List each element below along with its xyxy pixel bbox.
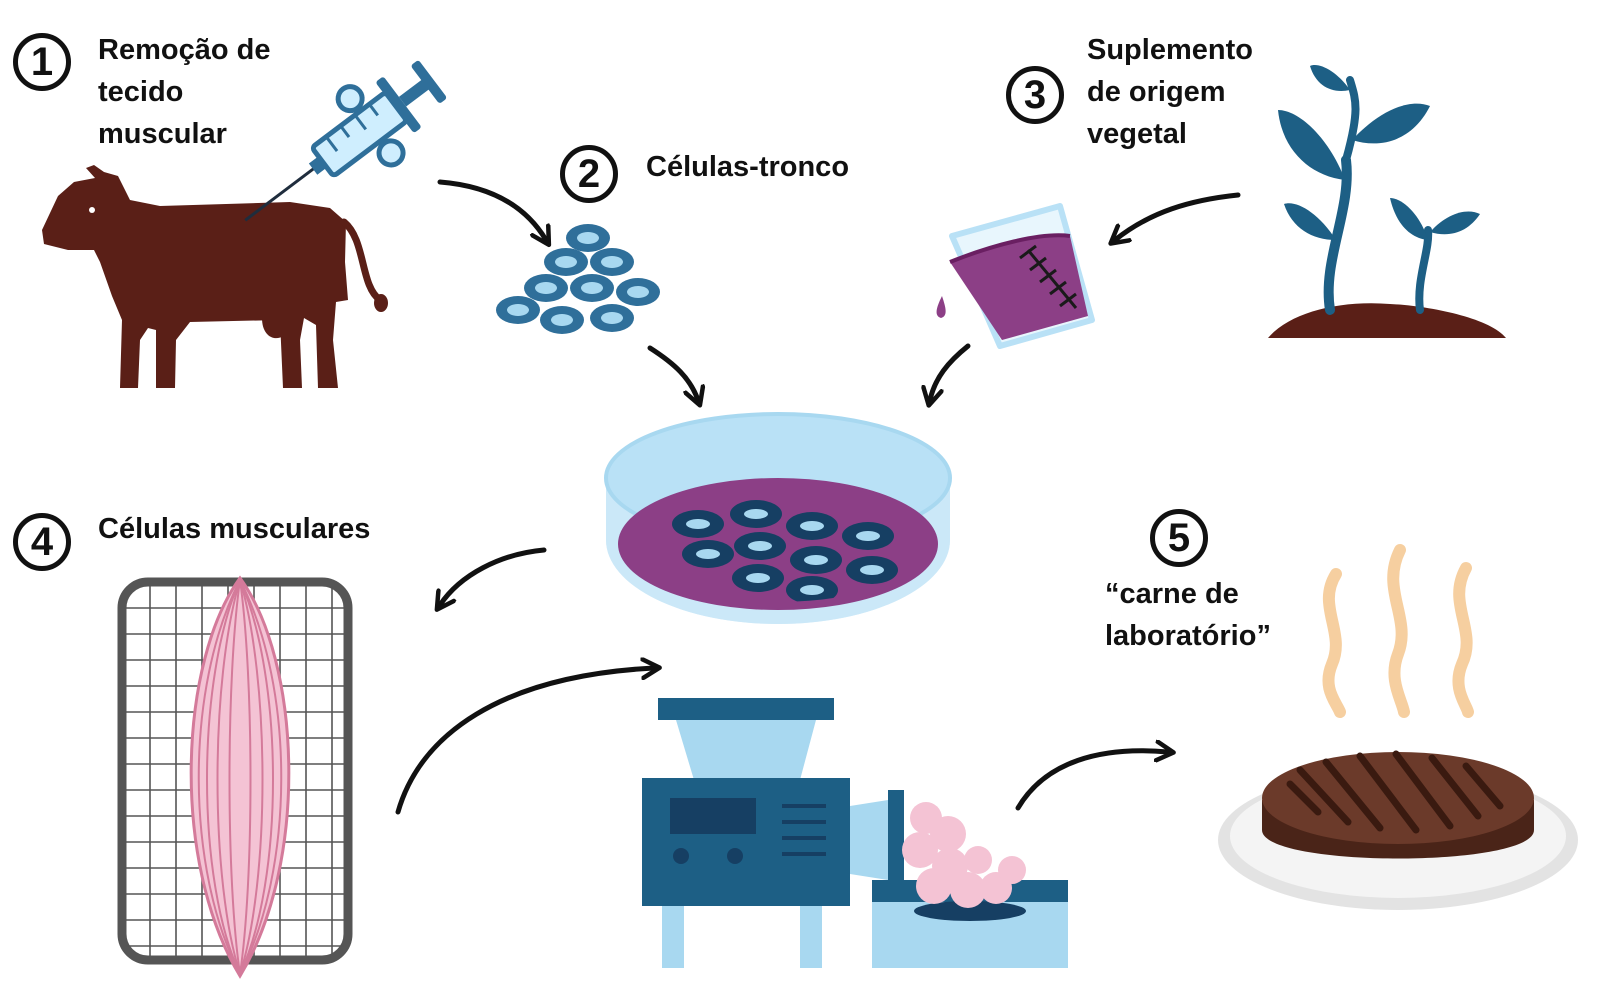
arrow-icon (1115, 192, 1241, 240)
step-4-label-line: Células musculares (98, 513, 371, 545)
cow-icon (42, 165, 388, 388)
step-3-label-line: Suplemento (1087, 34, 1253, 66)
flow-arrows (395, 179, 1241, 815)
arrow-icon (395, 668, 654, 815)
stem-cells-icon (496, 224, 660, 334)
step-3-label-line: vegetal (1087, 118, 1187, 150)
step-1-label: Remoção de tecido muscular (98, 29, 270, 155)
step-5-label-line: laboratório” (1105, 620, 1271, 652)
step-1-number: 1 (13, 33, 71, 91)
step-3-label: Suplemento de origem vegetal (1087, 29, 1253, 155)
arrow-icon (930, 343, 971, 400)
beaker-icon (936, 203, 1095, 349)
arrow-icon (437, 179, 546, 240)
syringe-icon (244, 60, 447, 222)
steam-icon (1322, 544, 1474, 718)
step-1-label-line: muscular (98, 118, 227, 150)
step-3-number: 3 (1006, 66, 1064, 124)
step-5-label: “carne de laboratório” (1105, 573, 1271, 657)
step-5-number: 5 (1150, 509, 1208, 567)
step-2-label: Células-tronco (646, 146, 849, 188)
burger-patty-icon (1218, 750, 1578, 910)
step-2-label-line: Células-tronco (646, 151, 850, 183)
step-1-label-line: Remoção de (98, 34, 271, 66)
arrow-icon (1015, 751, 1168, 811)
step-4-number: 4 (13, 513, 71, 571)
arrow-icon (647, 345, 698, 400)
muscle-grid-icon (117, 575, 353, 979)
plant-icon (1268, 65, 1506, 338)
petri-dish-icon (604, 412, 952, 624)
step-3-label-line: de origem (1087, 76, 1226, 108)
step-2-number: 2 (560, 145, 618, 203)
step-5-label-line: “carne de (1105, 578, 1239, 610)
arrow-icon (440, 547, 547, 605)
step-1-label-line: tecido (98, 76, 184, 108)
meat-grinder-icon (642, 698, 1068, 968)
step-4-label: Células musculares (98, 508, 370, 550)
